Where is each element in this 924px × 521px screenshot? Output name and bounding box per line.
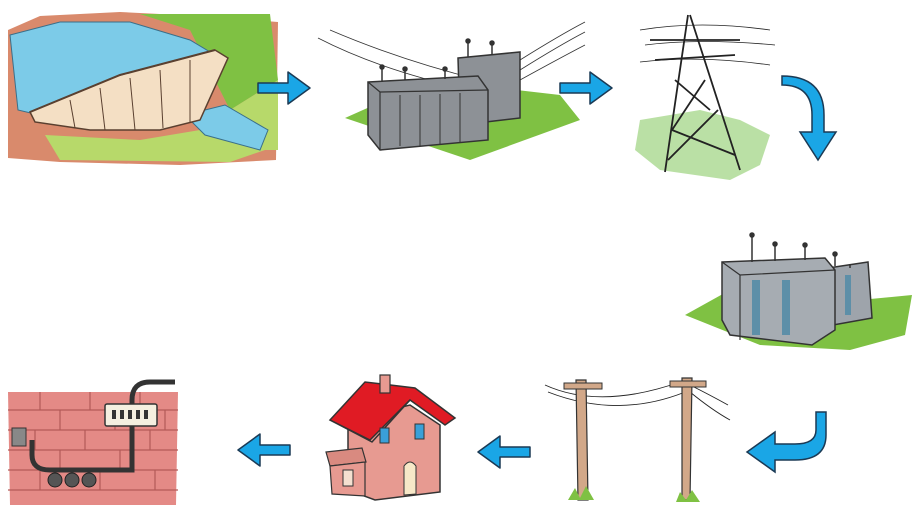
utility-pole-icon <box>544 377 731 502</box>
transformer-icon <box>685 232 912 350</box>
hydro-dam-icon <box>8 12 278 165</box>
house-icon <box>325 374 457 501</box>
arrow-left-1 <box>477 435 531 469</box>
arrow-curved-down-left <box>745 411 827 474</box>
arrow-curved-down <box>781 75 838 162</box>
arrow-left-2 <box>237 433 291 467</box>
transmission-tower-icon <box>635 14 776 180</box>
electric-meter-icon <box>8 379 178 505</box>
substation-icon <box>317 21 586 160</box>
arrow-right-2 <box>559 71 613 105</box>
